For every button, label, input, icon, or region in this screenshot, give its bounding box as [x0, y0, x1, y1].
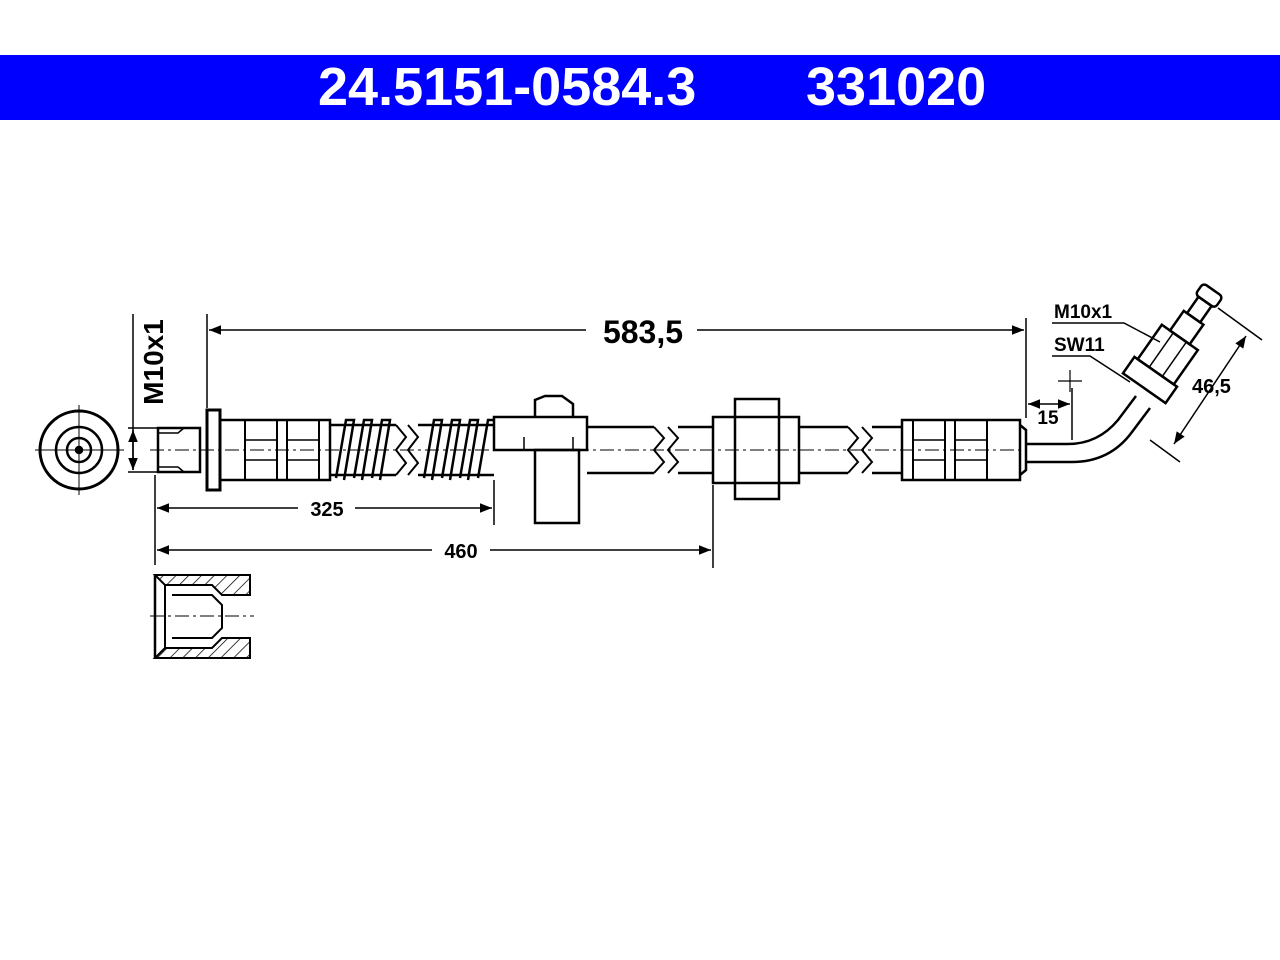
- fitting-length-dimension: [1149, 307, 1263, 463]
- end-offset-dimension: [1028, 388, 1073, 440]
- section-view: [150, 574, 254, 659]
- right-thread-label: M10x1: [1054, 302, 1113, 323]
- end-offset-label: 15: [1037, 408, 1059, 429]
- reference-number: 331020: [806, 57, 987, 117]
- hose-section-2: [799, 425, 902, 475]
- fitting-length-label: 46,5: [1192, 376, 1231, 398]
- left-thread-label: M10x1: [138, 319, 169, 405]
- part-number: 24.5151-0584.3: [318, 57, 697, 117]
- total-length-label: 583,5: [603, 314, 683, 350]
- total-length-dimension: [206, 314, 1027, 418]
- segment-1-label: 325: [310, 499, 343, 521]
- mounting-bracket-1: [492, 394, 589, 525]
- left-end-view: [35, 405, 124, 495]
- segment-dimensions: [154, 475, 714, 568]
- mounting-bracket-2: [711, 397, 801, 501]
- segment-2-label: 460: [444, 541, 477, 563]
- left-thread-dimension: [128, 314, 158, 473]
- right-wrench-size-label: SW11: [1054, 335, 1105, 356]
- right-bent-pipe-fitting: [1026, 283, 1223, 464]
- title-bar: 24.5151-0584.3 331020: [0, 55, 1280, 120]
- fitting-leader-lines: [1052, 322, 1161, 383]
